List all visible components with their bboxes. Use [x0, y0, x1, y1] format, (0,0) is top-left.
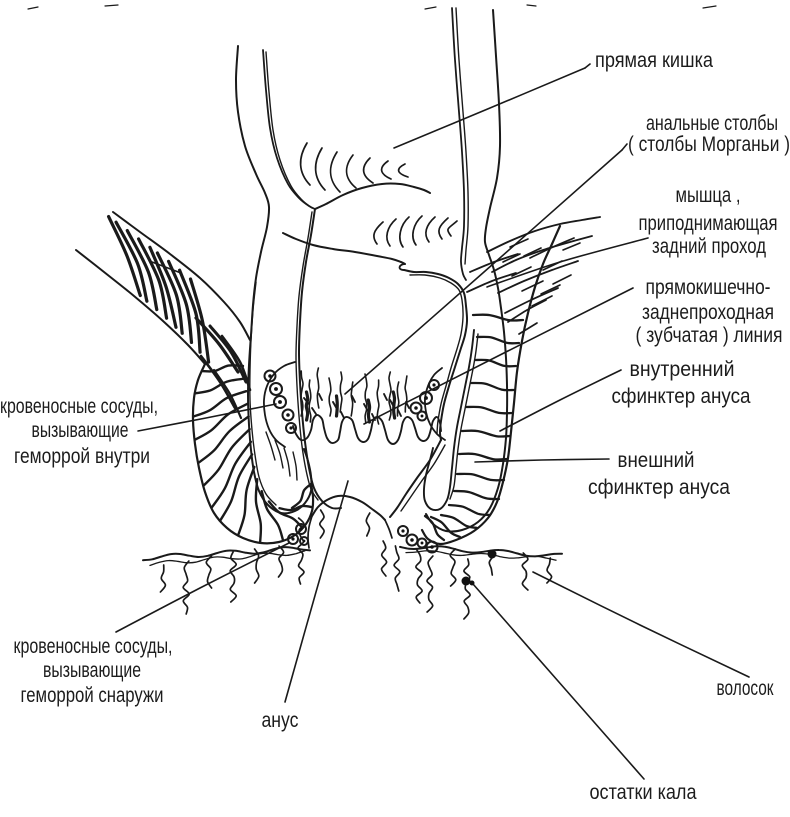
- svg-text:сфинктер ануса: сфинктер ануса: [612, 385, 751, 408]
- svg-text:( зубчатая ) линия: ( зубчатая ) линия: [636, 324, 783, 347]
- svg-text:вызывающие: вызывающие: [43, 659, 141, 682]
- svg-text:сфинктер ануса: сфинктер ануса: [588, 476, 730, 499]
- svg-text:заднепроходная: заднепроходная: [642, 301, 774, 324]
- svg-text:внешний: внешний: [618, 449, 695, 472]
- svg-text:анус: анус: [262, 709, 299, 732]
- svg-text:мышца ,: мышца ,: [676, 184, 741, 207]
- svg-text:кровеносные сосуды,: кровеносные сосуды,: [14, 635, 173, 658]
- svg-text:волосок: волосок: [717, 677, 775, 700]
- svg-text:геморрой внутри: геморрой внутри: [14, 445, 150, 468]
- svg-text:вызывающие: вызывающие: [32, 419, 129, 442]
- svg-text:( столбы Морганьи ): ( столбы Морганьи ): [628, 133, 790, 156]
- svg-text:прямая кишка: прямая кишка: [595, 49, 713, 72]
- svg-text:внутренний: внутренний: [630, 358, 735, 381]
- svg-text:приподнимающая: приподнимающая: [639, 212, 778, 235]
- svg-text:остатки кала: остатки кала: [590, 781, 697, 804]
- svg-text:прямокишечно-: прямокишечно-: [646, 276, 771, 299]
- svg-text:кровеносные сосуды,: кровеносные сосуды,: [0, 395, 158, 418]
- svg-text:геморрой снаружи: геморрой снаружи: [21, 684, 164, 707]
- svg-text:анальные столбы: анальные столбы: [646, 112, 778, 135]
- svg-text:задний проход: задний проход: [652, 235, 766, 258]
